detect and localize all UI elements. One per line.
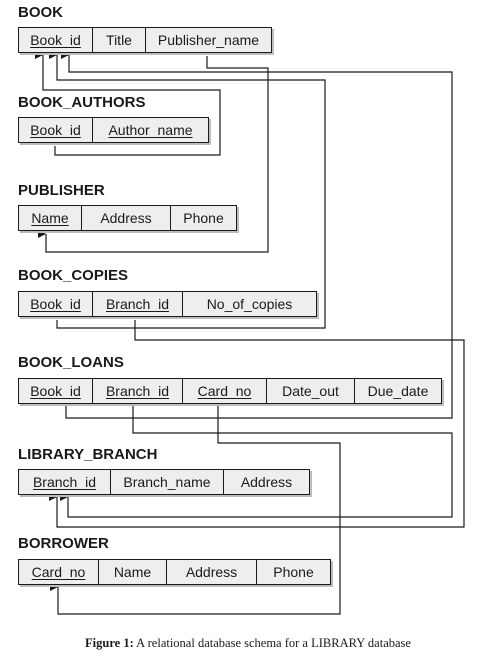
table-book-loans: Book_id Branch_id Card_no Date_out Due_d… [18, 378, 442, 404]
table-title-book: BOOK [18, 4, 63, 21]
fk-book-loans-book-id [61, 51, 453, 419]
fk-book-authors-book-id [35, 51, 221, 156]
column-book-id: Book_id [30, 32, 81, 48]
column-book-id: Book_id [30, 296, 81, 312]
column-name: Name [31, 210, 69, 226]
column-title: Title [92, 28, 145, 52]
table-book: Book_id Title Publisher_name [18, 27, 272, 53]
table-title-library-branch: LIBRARY_BRANCH [18, 446, 158, 463]
table-title-book-copies: BOOK_COPIES [18, 267, 129, 284]
figure-caption-text: A relational database schema for a LIBRA… [136, 636, 411, 650]
column-author-name: Author_name [92, 118, 208, 142]
table-title-publisher: PUBLISHER [18, 182, 105, 199]
column-phone: Phone [170, 206, 236, 230]
fk-book-copies-book-id [49, 51, 326, 329]
table-borrower: Card_no Name Address Phone [18, 559, 331, 585]
column-publisher-name: Publisher_name [145, 28, 271, 52]
column-phone: Phone [256, 560, 330, 584]
column-address: Address [223, 470, 309, 494]
column-branch-id: Branch_id [92, 292, 182, 316]
figure-label: Figure 1: [85, 636, 134, 650]
table-title-book-authors: BOOK_AUTHORS [18, 94, 146, 111]
figure-caption: Figure 1: A relational database schema f… [0, 636, 496, 651]
fk-book-loans-branch-id [60, 406, 453, 518]
column-book-id: Book_id [30, 122, 81, 138]
table-book-copies: Book_id Branch_id No_of_copies [18, 291, 317, 317]
fk-book-publisher-name [38, 56, 269, 253]
fk-book-copies-branch-id [49, 320, 465, 528]
column-branch-id: Branch_id [32, 474, 97, 490]
column-no-of-copies: No_of_copies [182, 292, 316, 316]
column-date-out: Date_out [266, 379, 354, 403]
column-address: Address [166, 560, 256, 584]
column-card-no: Card_no [31, 564, 86, 580]
table-title-borrower: BORROWER [18, 535, 109, 552]
table-library-branch: Branch_id Branch_name Address [18, 469, 310, 495]
fk-book-loans-card-no [50, 406, 341, 615]
column-due-date: Due_date [354, 379, 441, 403]
table-book-authors: Book_id Author_name [18, 117, 209, 143]
column-branch-name: Branch_name [110, 470, 223, 494]
column-address: Address [81, 206, 170, 230]
column-book-id: Book_id [30, 383, 81, 399]
column-name: Name [98, 560, 166, 584]
column-branch-id: Branch_id [92, 379, 182, 403]
table-publisher: Name Address Phone [18, 205, 237, 231]
column-card-no: Card_no [182, 379, 266, 403]
table-title-book-loans: BOOK_LOANS [18, 354, 124, 371]
